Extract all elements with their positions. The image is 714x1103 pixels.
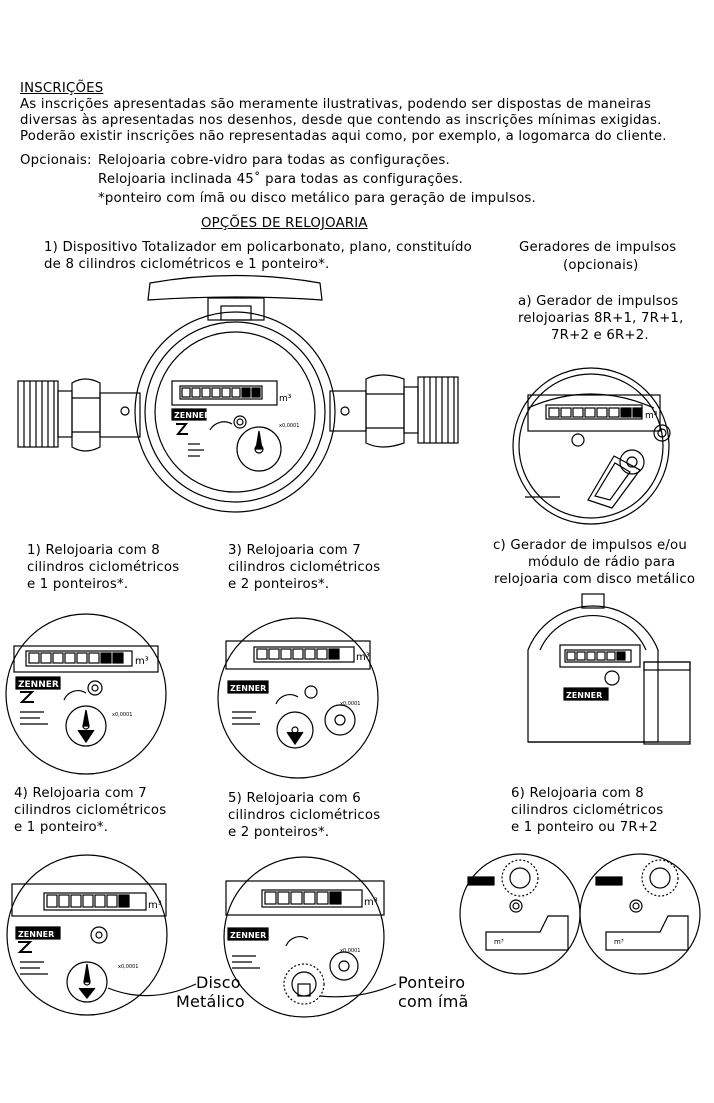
intro-line-2: diversas às apresentadas nos desenhos, d…	[20, 113, 662, 128]
intro-line-1: As inscrições apresentadas são meramente…	[20, 97, 652, 112]
dial-4-unit: m³	[148, 900, 162, 911]
optional-label: Opcionais:	[20, 153, 92, 168]
section-title: OPÇÕES DE RELOJOARIA	[201, 216, 368, 231]
dial-4-brand: ZENNER	[18, 930, 54, 939]
dial-6a-drawing: m³	[459, 853, 581, 975]
dial-6b-unit: m³	[614, 938, 624, 946]
generators-title-1: Geradores de impulsos	[519, 240, 677, 255]
cap3-line-3: e 2 ponteiros*.	[228, 577, 330, 592]
cap4-line-3: e 1 ponteiro*.	[14, 820, 109, 835]
main-unit: m³	[279, 394, 292, 404]
optional-item-2: Relojoaria inclinada 45˚ para todas as c…	[98, 172, 464, 187]
main-water-meter: m³ ZENNER x0,0001	[17, 274, 459, 513]
dial-3-multiplier: x0,0001	[340, 701, 360, 707]
dial-1-multiplier: x0,0001	[112, 712, 132, 718]
dial-5-unit: m³	[364, 897, 378, 908]
dial-1-drawing: m³ ZENNER x0,0001	[5, 613, 167, 775]
gen-c-line-3: relojoaria com disco metálico	[494, 572, 696, 587]
cap6-line-3: e 1 ponteiro ou 7R+2	[511, 820, 658, 835]
cap4-line-2: cilindros ciclométricos	[14, 803, 167, 818]
cap5-line-1: 5) Relojoaria com 6	[228, 791, 361, 806]
cap1-line-1: 1) Relojoaria com 8	[27, 543, 160, 558]
callout-pointer-2: com ímã	[398, 992, 469, 1011]
intro-line-3: Poderão existir inscrições não represent…	[20, 129, 667, 144]
cap6-line-2: cilindros ciclométricos	[511, 803, 664, 818]
dial-6a-unit: m³	[494, 938, 504, 946]
cap5-line-2: cilindros ciclométricos	[228, 808, 381, 823]
option1-line-1: 1) Dispositivo Totalizador em policarbon…	[44, 240, 472, 255]
gen-c-line-2: módulo de rádio para	[528, 555, 676, 570]
cap1-line-2: cilindros ciclométricos	[27, 560, 180, 575]
dial-6b-drawing: m³	[579, 853, 701, 975]
option1-line-2: de 8 cilindros ciclométricos e 1 ponteir…	[44, 257, 330, 272]
gen-c-line-1: c) Gerador de impulsos e/ou	[493, 538, 687, 553]
dial-5-multiplier: x0,0001	[340, 948, 360, 954]
dial-3-unit: m³	[356, 652, 370, 663]
gen-a-line-3: 7R+2 e 6R+2.	[551, 328, 649, 343]
cap3-line-1: 3) Relojoaria com 7	[228, 543, 361, 558]
gen-a-unit: m³	[645, 411, 658, 421]
optional-item-3: *ponteiro com ímã ou disco metálico para…	[98, 191, 536, 206]
callout-disc-2: Metálico	[176, 992, 245, 1011]
optional-item-1: Relojoaria cobre-vidro para todas as con…	[98, 153, 450, 168]
dial-1-unit: m³	[135, 656, 149, 667]
gen-a-line-1: a) Gerador de impulsos	[518, 294, 679, 309]
main-multiplier: x0,0001	[279, 423, 299, 429]
dial-1-brand: ZENNER	[18, 680, 59, 690]
heading: INSCRIÇÕES	[20, 81, 104, 96]
dial-3-brand: ZENNER	[230, 684, 266, 693]
callout-pointer-1: Ponteiro	[398, 973, 466, 992]
cap1-line-3: e 1 ponteiros*.	[27, 577, 129, 592]
cap5-line-3: e 2 ponteiros*.	[228, 825, 330, 840]
generator-c-drawing: ZENNER	[527, 593, 691, 745]
gen-a-line-2: relojoarias 8R+1, 7R+1,	[518, 311, 684, 326]
main-digits	[181, 387, 261, 398]
cap3-line-2: cilindros ciclométricos	[228, 560, 381, 575]
callout-disc-1: Disco	[196, 973, 241, 992]
dial-5-brand: ZENNER	[230, 931, 266, 940]
main-brand: ZENNER	[174, 411, 210, 420]
dial-4-drawing: m³ ZENNER x0,0001	[6, 854, 197, 1016]
cap6-line-1: 6) Relojoaria com 8	[511, 786, 644, 801]
dial-3-drawing: m³ ZENNER x0,0001	[217, 617, 379, 779]
dial-4-multiplier: x0,0001	[118, 964, 138, 970]
cap4-line-1: 4) Relojoaria com 7	[14, 786, 147, 801]
generators-title-2: (opcionais)	[563, 258, 639, 273]
generator-a-drawing: m³	[512, 367, 671, 525]
dial-5-drawing: m³ ZENNER x0,0001	[223, 856, 397, 1018]
gen-c-brand: ZENNER	[566, 691, 602, 700]
